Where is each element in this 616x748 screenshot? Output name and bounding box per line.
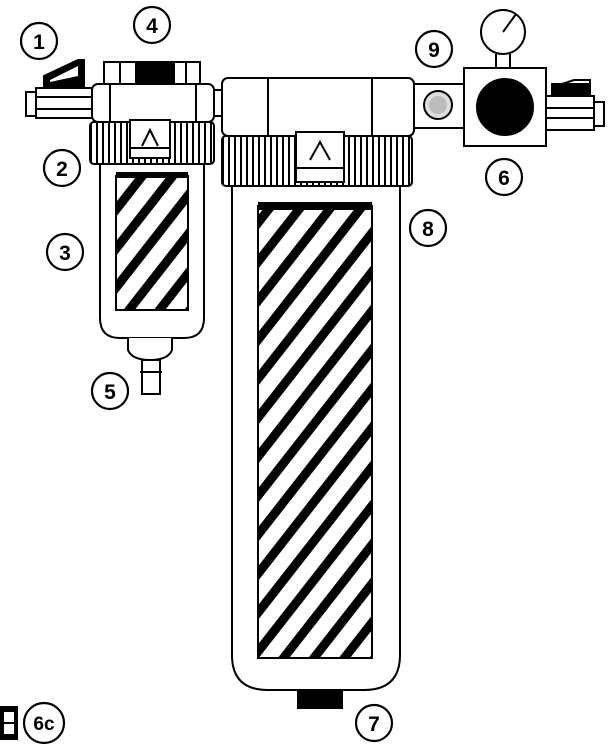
callout-2-label: 2	[56, 158, 68, 181]
callout-1: 1	[19, 21, 59, 61]
callout-2: 2	[42, 148, 82, 188]
callout-7: 7	[354, 703, 394, 743]
outlet-fitting	[545, 79, 605, 131]
callout-1-label: 1	[33, 31, 45, 54]
callout-3: 3	[45, 232, 85, 272]
left-ribbed-collar	[89, 119, 215, 165]
top-knob	[103, 61, 201, 85]
regulator-knob	[476, 78, 534, 136]
callout-9: 9	[414, 29, 454, 69]
figure-label-text: 6c	[33, 714, 55, 735]
pressure-gauge	[480, 9, 526, 68]
service-indicator	[423, 90, 453, 120]
figure-label: 6c	[0, 701, 66, 745]
callouts: 1 4 2 3 5 9 6 8	[19, 5, 524, 743]
right-ribbed-collar	[221, 131, 413, 187]
callout-8-label: 8	[422, 218, 434, 241]
callout-6-label: 6	[498, 167, 510, 190]
callout-6: 6	[484, 157, 524, 197]
callout-4-label: 4	[146, 15, 158, 38]
callout-5: 5	[90, 371, 130, 411]
callout-3-label: 3	[59, 242, 71, 265]
right-bowl	[231, 185, 401, 709]
callout-7-label: 7	[368, 713, 380, 736]
inlet-fitting	[25, 59, 93, 119]
callout-9-label: 9	[428, 39, 440, 62]
left-filter-unit	[25, 59, 223, 395]
callout-8: 8	[408, 208, 448, 248]
left-head-block	[91, 83, 223, 123]
callout-4: 4	[132, 5, 172, 45]
callout-5-label: 5	[104, 381, 116, 404]
right-filter-unit	[221, 77, 465, 709]
left-bowl	[99, 163, 205, 395]
pressure-regulator	[463, 9, 605, 147]
